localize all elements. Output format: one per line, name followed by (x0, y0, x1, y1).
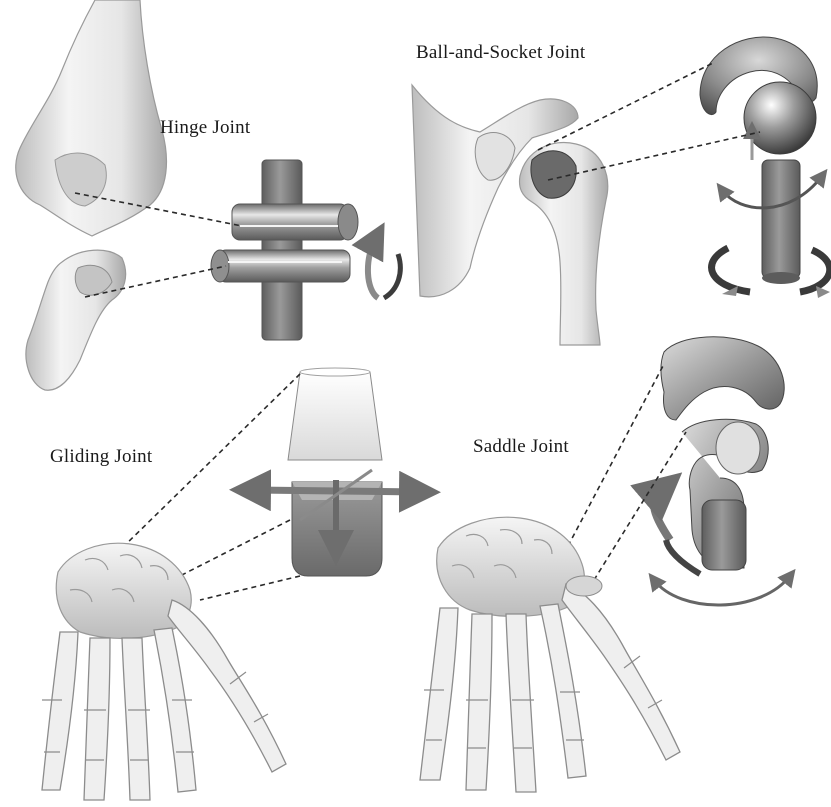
saddle-joint-label: Saddle Joint (473, 436, 569, 458)
curved-arrow-icon (368, 238, 400, 298)
gliding-block-upper (288, 368, 382, 460)
ulna-bone (26, 250, 126, 390)
hinge-cylinder-upper (232, 204, 358, 240)
hinge-joint-label: Hinge Joint (160, 117, 250, 139)
hinge-joint-illustration (16, 0, 401, 390)
gliding-joint-label: Gliding Joint (50, 446, 152, 468)
cross-arrows-icon (250, 470, 420, 548)
hinge-cylinder-lower (211, 250, 350, 282)
ball-and-socket-joint-illustration (412, 37, 830, 345)
hand-skeleton-left (42, 543, 286, 800)
ball-and-socket-joint-label: Ball-and-Socket Joint (416, 42, 585, 64)
saddle-joint-illustration (568, 337, 790, 605)
saddle-upper-model (661, 337, 784, 420)
saddle-lower-model (682, 419, 768, 570)
ball-model (744, 82, 816, 284)
hand-skeleton-right (420, 517, 680, 792)
